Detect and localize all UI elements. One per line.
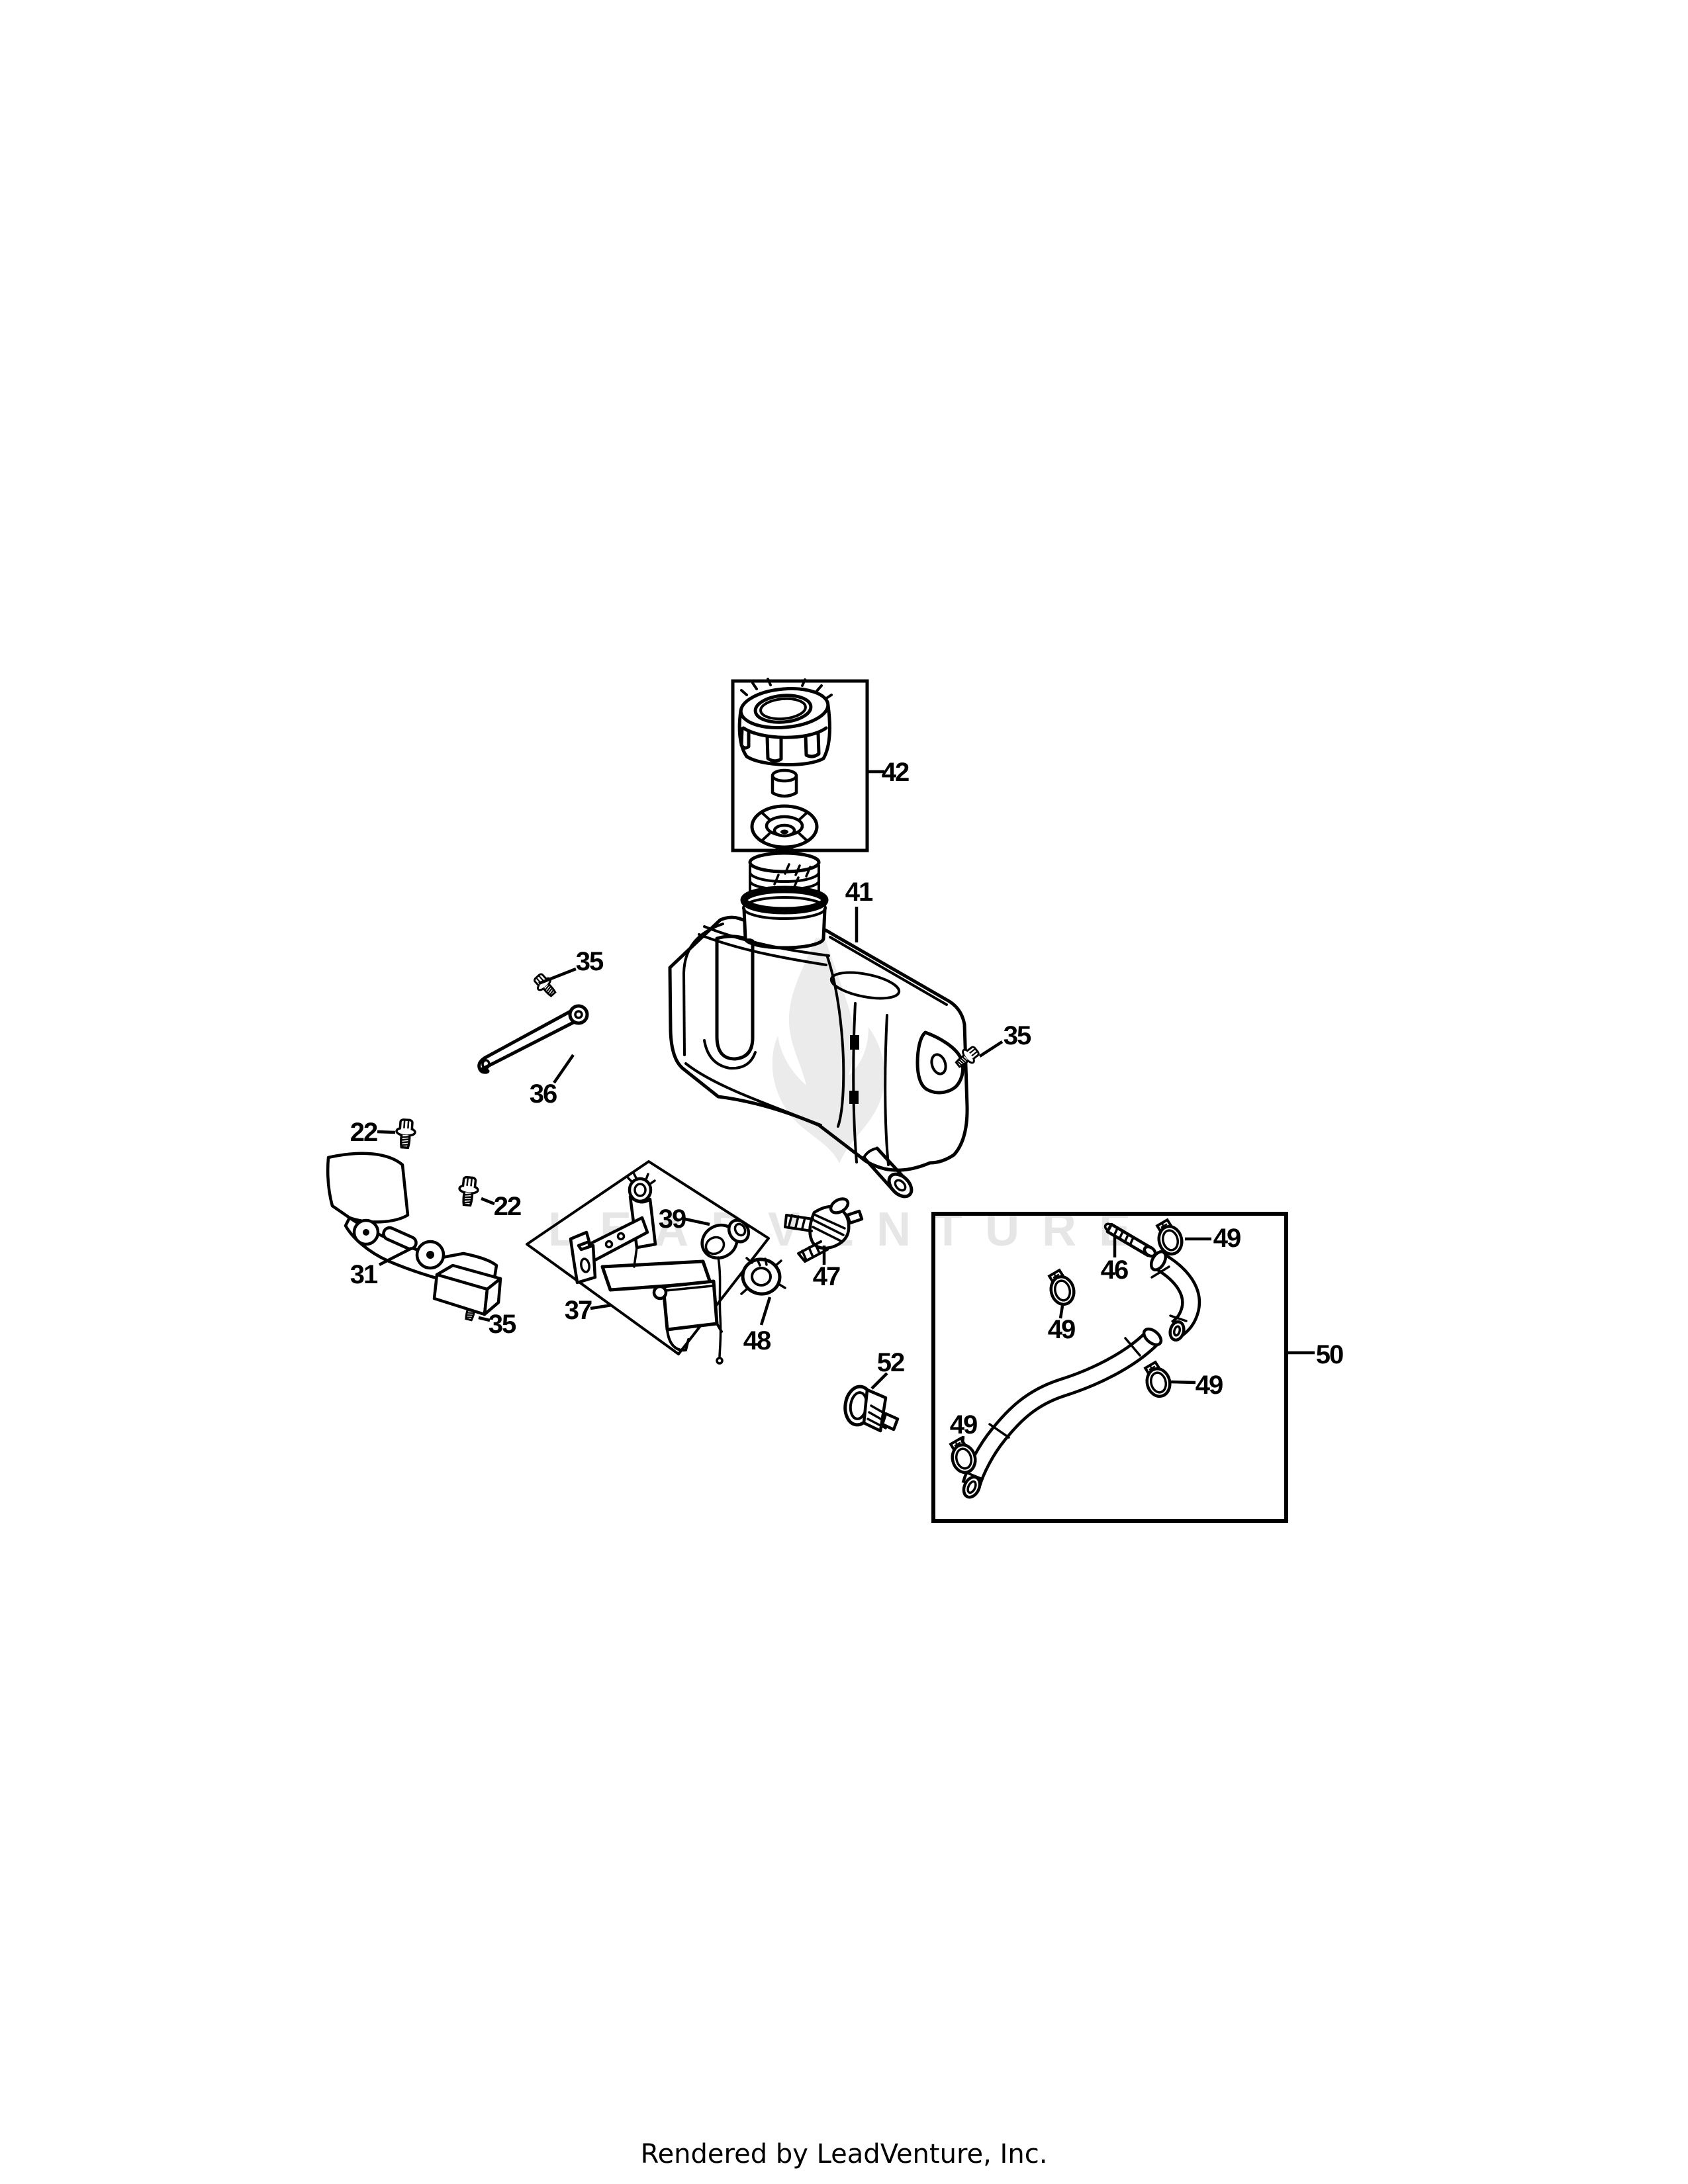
callout-label-50: 50 <box>1316 1340 1343 1369</box>
callout-leader-39 <box>684 1217 710 1226</box>
callout-leader-52 <box>870 1372 888 1390</box>
fuel-tank <box>668 851 969 1199</box>
elbow-hose <box>1149 1250 1201 1342</box>
hose-kit <box>931 1212 1288 1523</box>
callout-label-31: 31 <box>350 1260 378 1289</box>
cap-retainer <box>750 804 819 851</box>
callout-label-49: 49 <box>950 1410 977 1439</box>
callout-label-42: 42 <box>882 758 909 787</box>
fuel-filter <box>700 1218 751 1365</box>
heat-shield <box>326 1152 502 1316</box>
bolt-22-b <box>456 1175 481 1208</box>
bracket-outline-box <box>526 1160 770 1355</box>
tank-channel-clip <box>849 1091 859 1104</box>
fuel-cap <box>737 678 833 766</box>
fuel-cap-kit <box>731 678 869 852</box>
tank-outlet-spigot <box>862 1146 914 1199</box>
callout-leader-49 <box>1058 1305 1064 1319</box>
callout-label-35: 35 <box>1004 1021 1031 1050</box>
footer-credit: Rendered by LeadVenture, Inc. <box>640 2139 1048 2169</box>
callout-label-47: 47 <box>813 1262 840 1291</box>
callout-label-46: 46 <box>1101 1255 1128 1285</box>
long-hose <box>960 1327 1163 1499</box>
tank-channel-clip <box>850 1035 859 1050</box>
callout-label-22: 22 <box>494 1192 521 1221</box>
callout-label-39: 39 <box>659 1205 686 1234</box>
callout-label-48: 48 <box>743 1326 771 1355</box>
mounting-strap <box>477 1004 589 1074</box>
callout-label-36: 36 <box>530 1079 557 1109</box>
fuel-valve <box>784 1197 864 1263</box>
callout-label-49: 49 <box>1048 1315 1075 1344</box>
callout-leader-49 <box>1170 1380 1196 1385</box>
callout-leader-22 <box>481 1197 495 1206</box>
hose-clamp-49 <box>1143 1360 1173 1399</box>
tank-filler-neck <box>740 851 829 950</box>
hose-clamp-49 <box>1047 1268 1077 1307</box>
callout-leader-36 <box>553 1054 575 1084</box>
bolt-35-top-left <box>530 970 560 1001</box>
callout-leader-37 <box>590 1303 612 1310</box>
callout-labels: 42 41 35 36 35 22 22 31 35 37 39 47 48 52 46 49 49 49 49 50 <box>350 758 1344 1443</box>
cap-spacer <box>771 768 798 798</box>
callout-label-22: 22 <box>350 1118 377 1147</box>
hose-kit-box <box>931 1212 1288 1523</box>
callout-label-49: 49 <box>1213 1224 1241 1253</box>
callout-leader-35 <box>538 967 577 985</box>
callout-leader-31 <box>378 1246 413 1267</box>
callout-label-49: 49 <box>1196 1371 1223 1400</box>
tank-mount-ear <box>915 1030 965 1095</box>
bolt-22-a <box>394 1118 417 1150</box>
tank-bracket <box>526 1160 770 1355</box>
callout-leader-35 <box>978 1040 1004 1058</box>
callout-leader-48 <box>759 1297 772 1326</box>
fuel-fitting <box>1103 1222 1157 1258</box>
callout-label-41: 41 <box>845 878 873 907</box>
callout-label-35: 35 <box>576 947 604 976</box>
callout-leader-35 <box>478 1316 491 1322</box>
hose-clip <box>843 1385 900 1433</box>
callout-label-52: 52 <box>877 1348 904 1377</box>
grommet <box>740 1257 786 1296</box>
callout-label-37: 37 <box>565 1296 592 1325</box>
cap-kit-box <box>731 679 869 852</box>
callout-leader-49 <box>961 1435 965 1443</box>
callout-label-35: 35 <box>489 1310 516 1339</box>
